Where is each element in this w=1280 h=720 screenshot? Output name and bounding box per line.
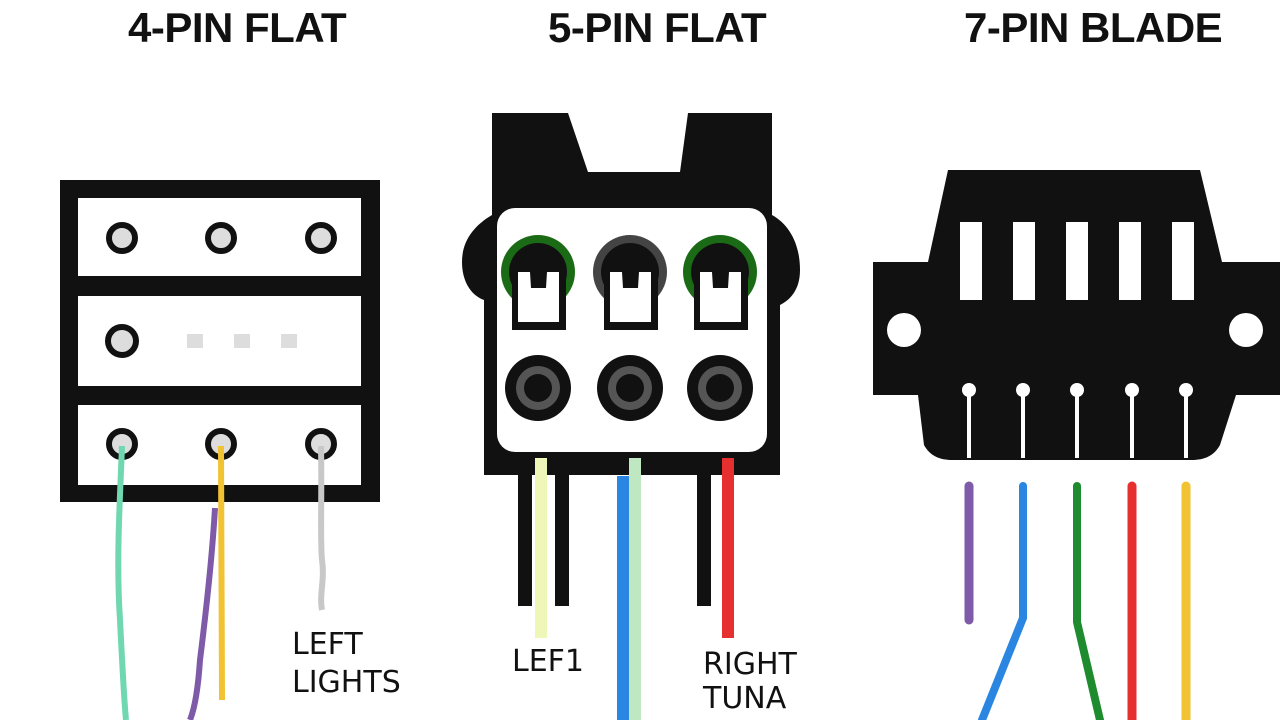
wire-green [1073, 482, 1104, 720]
blade-slot [1172, 222, 1194, 300]
right-label-line1: RIGHT [703, 647, 797, 682]
mount-hole [1229, 313, 1263, 347]
left-label-line1: LEFT [292, 627, 363, 662]
blade-slot [1119, 222, 1141, 300]
pin [105, 324, 139, 358]
four-pin-connector [60, 180, 380, 720]
pin [205, 222, 237, 254]
wire-gray [318, 445, 326, 611]
wire-yellow [218, 445, 225, 701]
blade-slot [1066, 222, 1088, 300]
wire-pale-green [629, 458, 641, 720]
five-pin-flat-title: 5-PIN FLAT [548, 4, 767, 51]
wire-mint [115, 445, 129, 720]
seven-pin-blade-title: 7-PIN BLADE [964, 4, 1223, 51]
five-pin-connector [462, 113, 800, 720]
seven-pin-connector [873, 170, 1280, 720]
wire-red [722, 458, 734, 638]
blade-slot [1013, 222, 1035, 300]
mount-hole [887, 313, 921, 347]
pin [305, 222, 337, 254]
five-pin-left-label: LEF1 [512, 644, 585, 679]
wire-blue [617, 476, 629, 720]
blade-slot [960, 222, 982, 300]
four-pin-flat-title: 4-PIN FLAT [128, 4, 347, 51]
wire-pale-yellow [535, 458, 547, 638]
left-label-line2: LIGHTS [292, 665, 401, 700]
pin [106, 222, 138, 254]
right-label-line2: TUNA [703, 681, 787, 716]
wire-purple [187, 507, 218, 720]
wire-blue [978, 482, 1027, 720]
